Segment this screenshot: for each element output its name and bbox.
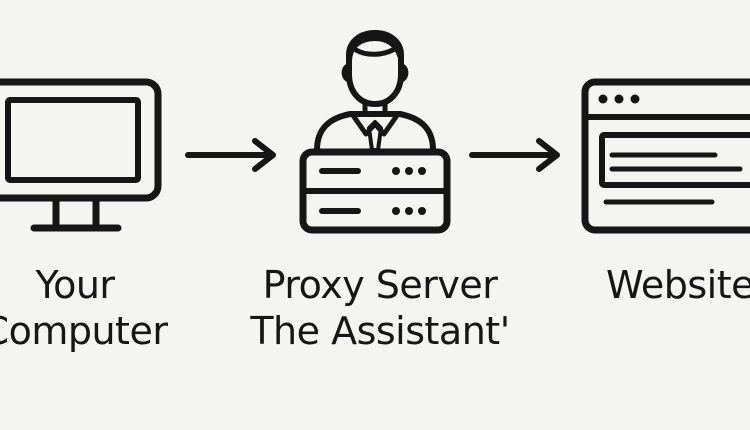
arrow-right-icon <box>185 138 276 172</box>
computer-label-line2: Computer <box>0 309 168 353</box>
proxy-server-label: Proxy Server The Assistant' <box>220 262 540 354</box>
proxy-label-line2: The Assistant' <box>250 309 510 353</box>
proxy-label-line1: Proxy Server <box>262 263 498 307</box>
computer-label: Your Computer <box>0 262 230 354</box>
arrow-right-icon <box>469 138 560 172</box>
website-label-line1: Website <box>606 263 750 307</box>
person-icon <box>314 30 436 153</box>
browser-window-icon <box>581 78 750 234</box>
person-server-icon <box>299 30 451 234</box>
monitor-icon <box>0 78 162 232</box>
computer-label-line1: Your <box>35 263 115 307</box>
website-label: Website <box>575 262 750 308</box>
server-icon <box>299 148 451 234</box>
